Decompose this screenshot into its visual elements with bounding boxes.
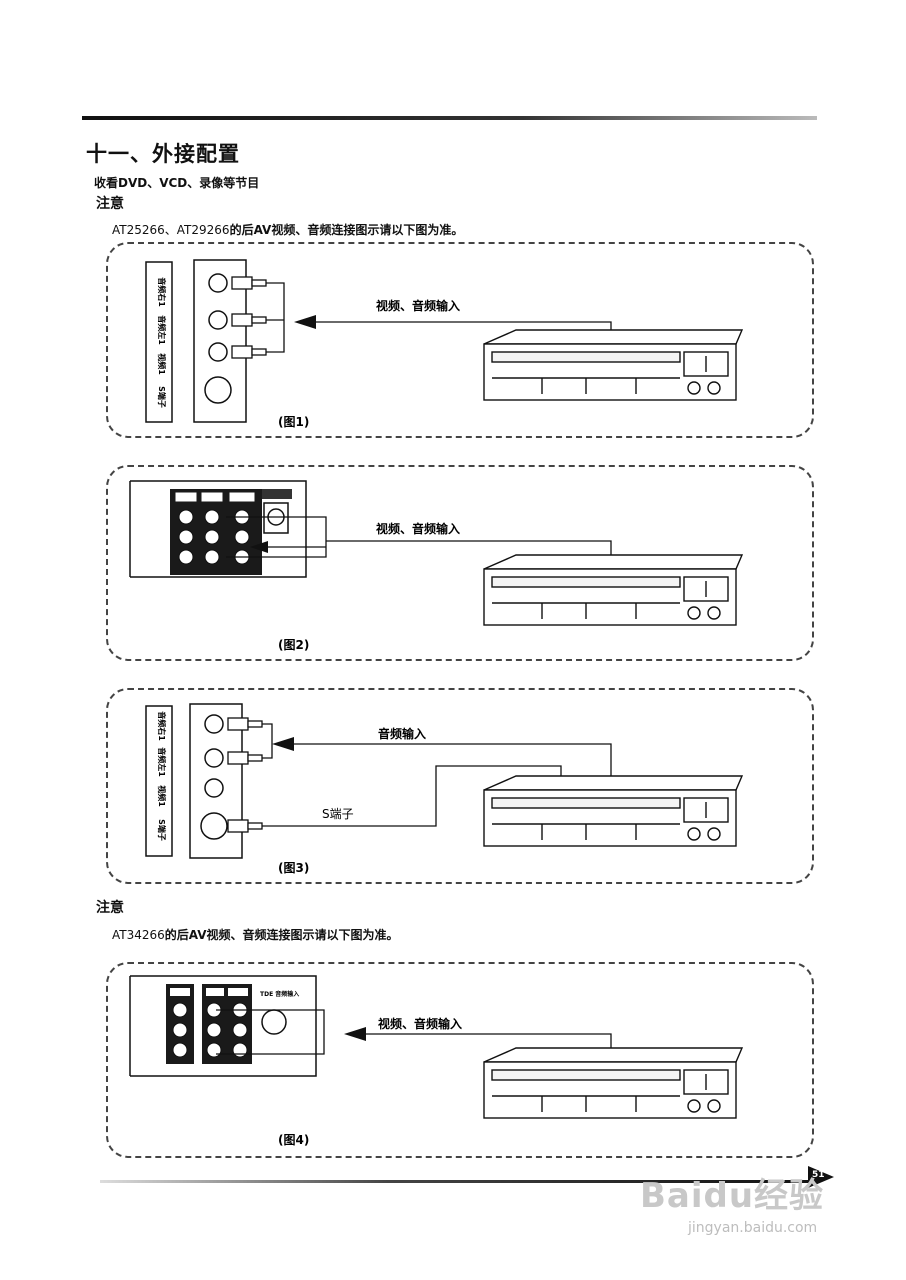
figure-3-jack-label-2: 音频左1 [157, 747, 167, 777]
note-label-1: 注意 [96, 196, 124, 212]
figure-3-jack-label-3: 视频1 [157, 785, 167, 807]
figure-4-diagram: TDE 音频输入 视频、音频输入 (图4) [129, 975, 744, 1147]
figure-3-caption: (图3) [278, 861, 309, 875]
figure-1-jack-label-2: 音频左1 [157, 315, 167, 345]
figure-3-diagram: 音频右1 音频左1 视频1 S端子 音频输入 S端子 (图3) [145, 703, 744, 875]
figure-1-diagram: 音频右1 音频左1 视频1 S端子 视频、音频输入 (图1) [145, 259, 744, 429]
figure-1-jack-label-1: 音频右1 [157, 277, 167, 307]
section-title: 十一、外接配置 [86, 142, 240, 166]
figure-4-small-label: TDE 音频输入 [260, 990, 299, 998]
page-number: 51 [812, 1170, 825, 1180]
figure-2-panel [106, 465, 814, 661]
watermark-url: jingyan.baidu.com [688, 1220, 818, 1236]
figure-1-arrow-label: 视频、音频输入 [376, 298, 460, 313]
figure-4-arrow-label: 视频、音频输入 [378, 1016, 462, 1031]
figure-4-panel [106, 962, 814, 1158]
page-arrow-icon [808, 1166, 834, 1188]
figure-3-second-label: S端子 [322, 807, 354, 821]
figure-2-caption: (图2) [278, 638, 309, 652]
subtitle: 收看DVD、VCD、录像等节目 [94, 176, 260, 190]
figure-1-jack-label-3: 视频1 [157, 353, 167, 375]
note-desc-1: AT25266、AT29266的后AV视频、音频连接图示请以下图为准。 [112, 221, 463, 238]
bottom-rule [100, 1180, 820, 1183]
figure-4-caption: (图4) [278, 1133, 309, 1147]
figure-3-jack-label-1: 音频右1 [157, 711, 167, 741]
note-desc-1-text: 的后AV视频、音频连接图示请以下图为准。 [229, 223, 464, 237]
figure-2-arrow-label: 视频、音频输入 [376, 521, 460, 536]
note-desc-2-models: AT34266 [112, 928, 165, 942]
figure-1-panel [106, 242, 814, 438]
figure-2-diagram: 视频、音频输入 (图2) [129, 480, 744, 652]
figure-3-arrow-label: 音频输入 [378, 726, 426, 741]
figure-3-jack-label-4: S端子 [157, 819, 167, 841]
watermark-logo: Baidu经验 [640, 1176, 825, 1216]
note-desc-2: AT34266的后AV视频、音频连接图示请以下图为准。 [112, 926, 399, 943]
figure-1-jack-label-4: S端子 [157, 386, 167, 408]
note-desc-2-text: 的后AV视频、音频连接图示请以下图为准。 [164, 928, 399, 942]
figure-3-panel [106, 688, 814, 884]
note-desc-1-models: AT25266、AT29266 [112, 223, 230, 237]
figure-1-caption: (图1) [278, 415, 309, 429]
top-rule [82, 116, 817, 120]
note-label-2: 注意 [96, 900, 124, 916]
